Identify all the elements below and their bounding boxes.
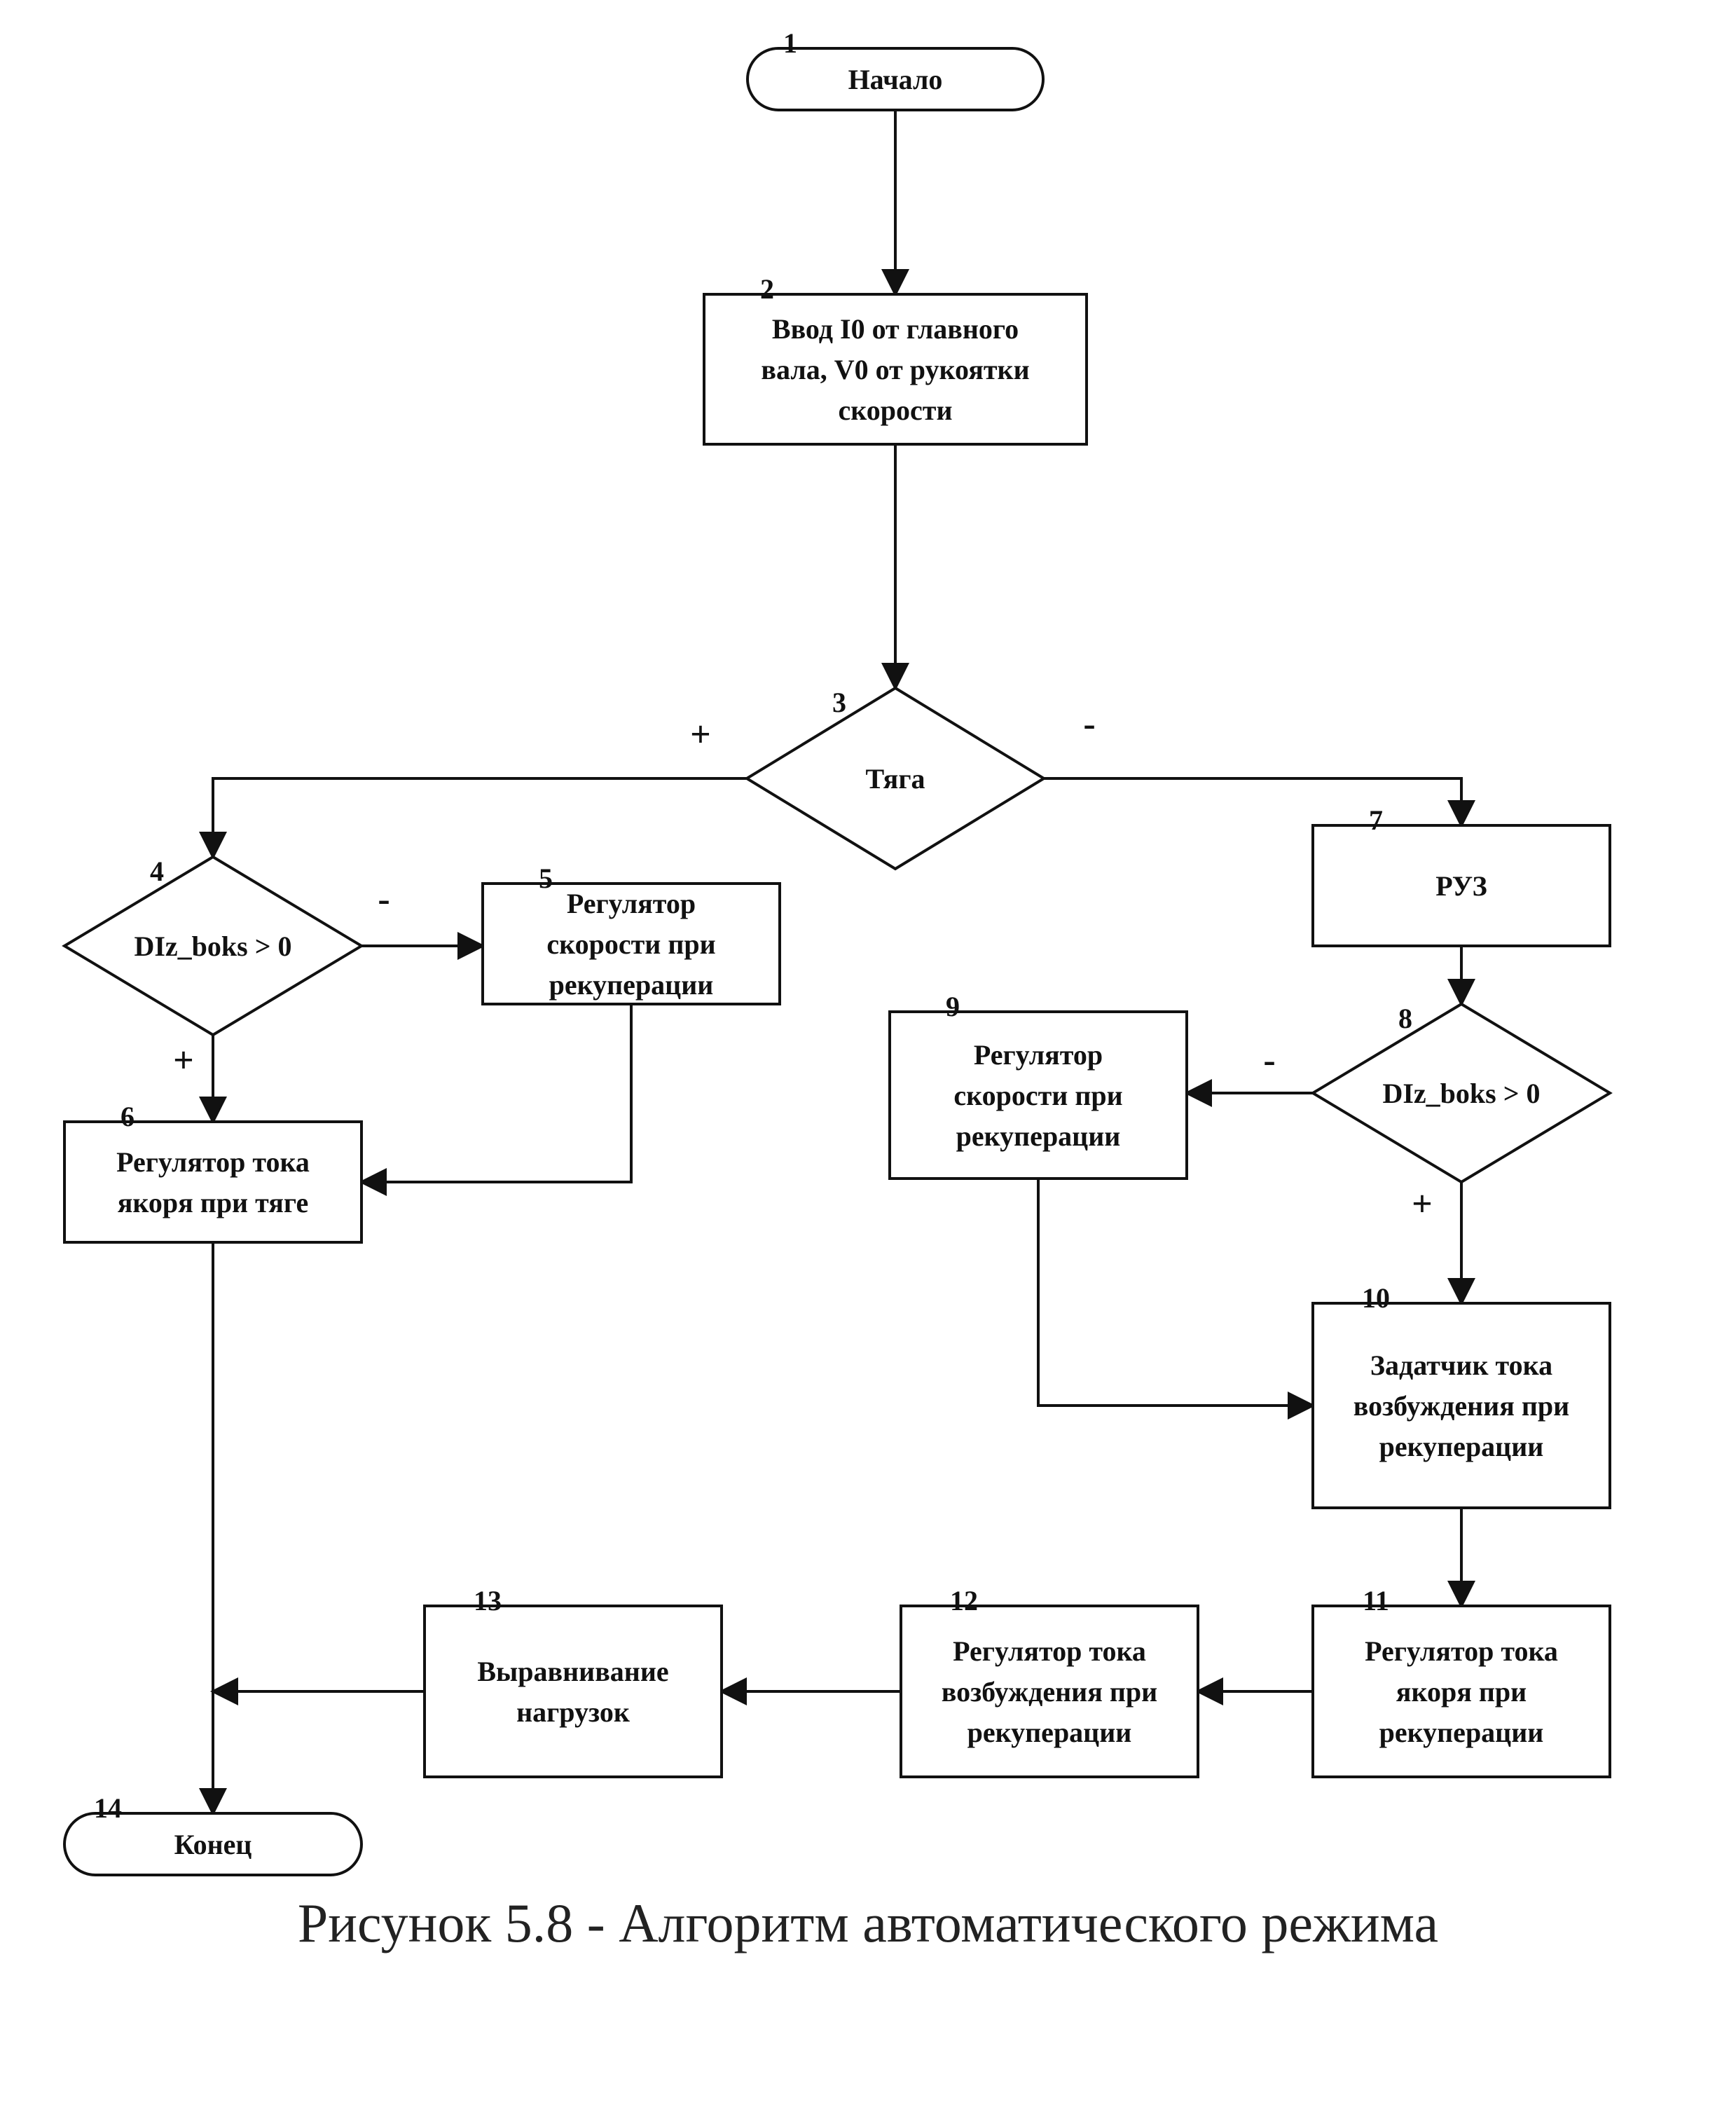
- edge-label-4-5: -: [378, 879, 390, 919]
- edge-9-10: [1037, 1179, 1316, 1420]
- step-number: 10: [1362, 1282, 1390, 1314]
- node-label-line: якоря при тяге: [118, 1187, 309, 1218]
- decision-diamond: [744, 686, 1047, 871]
- step-number: 13: [474, 1585, 502, 1616]
- process-box: [888, 1010, 1188, 1180]
- node-label-line: нагрузок: [516, 1696, 630, 1728]
- step-number: 1: [783, 27, 797, 59]
- node-label-line: возбуждения при: [942, 1676, 1157, 1708]
- step-number: 3: [832, 687, 846, 718]
- edge-5-6: [359, 1004, 633, 1196]
- terminator-pill: [746, 47, 1045, 111]
- node-label-line: скорости при: [953, 1080, 1122, 1111]
- node-label-line: Регулятор тока: [1365, 1635, 1558, 1667]
- edge-label-3-4: +: [690, 715, 711, 755]
- node-label-line: Регулятор тока: [116, 1146, 310, 1178]
- process-box: [900, 1605, 1199, 1778]
- process-box: [1311, 1605, 1611, 1778]
- node-label-line: Конец: [174, 1829, 252, 1860]
- edge-label-4-6: +: [173, 1040, 194, 1080]
- node-label-line: Ввод I0 от главного: [772, 313, 1019, 345]
- step-number: 8: [1398, 1003, 1412, 1034]
- step-number: 5: [539, 863, 553, 894]
- process-box: [481, 882, 781, 1005]
- edge-3-4: [199, 777, 747, 860]
- node-label-line: Выравнивание: [477, 1656, 668, 1687]
- step-number: 12: [950, 1585, 978, 1616]
- node-label-line: якоря при: [1396, 1676, 1527, 1708]
- node-label-line: вала, V0 от рукоятки: [761, 354, 1029, 385]
- node-label-line: Тяга: [866, 763, 925, 795]
- step-number: 2: [760, 273, 774, 305]
- node-label-line: рекуперации: [1379, 1431, 1544, 1462]
- node-label-line: возбуждения при: [1353, 1390, 1569, 1422]
- figure-caption: Рисунок 5.8 - Алгоритм автоматического р…: [297, 1893, 1439, 1953]
- node-label-line: Регулятор тока: [953, 1635, 1146, 1667]
- step-number: 11: [1363, 1585, 1389, 1616]
- terminator-pill: [63, 1812, 363, 1876]
- node-label-line: DIz_boks > 0: [1382, 1078, 1540, 1109]
- node-label-line: рекуперации: [1379, 1717, 1544, 1748]
- step-number: 6: [120, 1101, 135, 1132]
- node-label-line: Регулятор: [567, 888, 696, 919]
- node-label-line: рекуперации: [956, 1120, 1121, 1152]
- node-label-line: скорости при: [546, 928, 715, 960]
- edge-label-8-9: -: [1263, 1040, 1275, 1080]
- process-box: [63, 1120, 363, 1244]
- edge-label-3-7: -: [1083, 704, 1095, 744]
- process-box: [1311, 824, 1611, 947]
- process-box: [423, 1605, 723, 1778]
- decision-diamond: [1310, 1002, 1613, 1184]
- node-label-line: Задатчик тока: [1370, 1349, 1552, 1381]
- node-label-line: Начало: [848, 64, 943, 95]
- decision-diamond: [62, 855, 364, 1037]
- node-label-line: рекуперации: [967, 1717, 1132, 1748]
- node-label-line: DIz_boks > 0: [134, 930, 291, 962]
- node-label-line: Регулятор: [974, 1039, 1103, 1071]
- node-label-line: рекуперации: [549, 969, 714, 1001]
- step-number: 4: [150, 856, 164, 887]
- node-label-line: скорости: [839, 394, 953, 426]
- step-number: 7: [1369, 804, 1383, 836]
- process-box: [703, 293, 1088, 446]
- process-box: [1311, 1302, 1611, 1509]
- step-number: 9: [946, 991, 960, 1022]
- step-number: 14: [94, 1792, 122, 1824]
- edge-label-8-10: +: [1412, 1184, 1433, 1224]
- edge-3-7: [1044, 777, 1475, 828]
- node-label-line: РУЗ: [1435, 870, 1487, 902]
